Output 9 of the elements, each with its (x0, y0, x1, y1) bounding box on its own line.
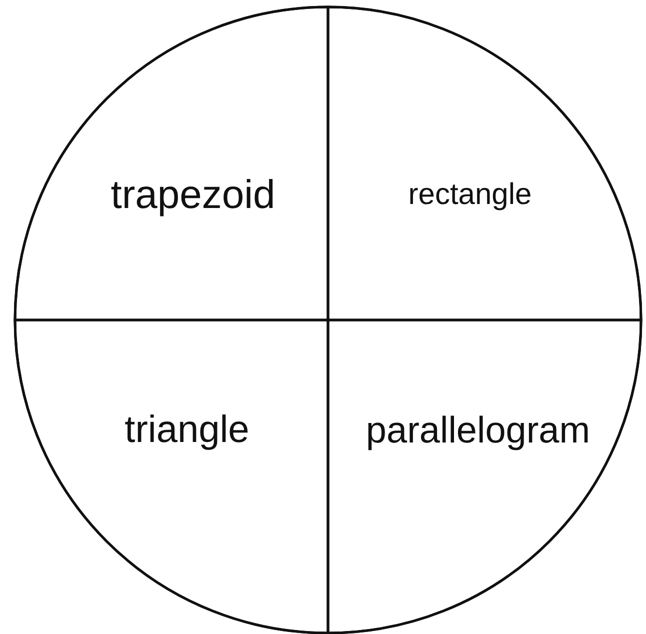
quadrant-label: trapezoid (110, 175, 276, 215)
circle-diagram (15, 7, 641, 633)
quadrant-segment (328, 7, 641, 320)
quadrant-segment (15, 320, 328, 633)
quadrant-label: rectangle (408, 180, 532, 210)
quadrant-label: parallelogram (366, 412, 590, 448)
quadrant-segment (328, 320, 641, 633)
quadrant-label: triangle (124, 411, 250, 449)
quadrant-segment (15, 7, 328, 320)
